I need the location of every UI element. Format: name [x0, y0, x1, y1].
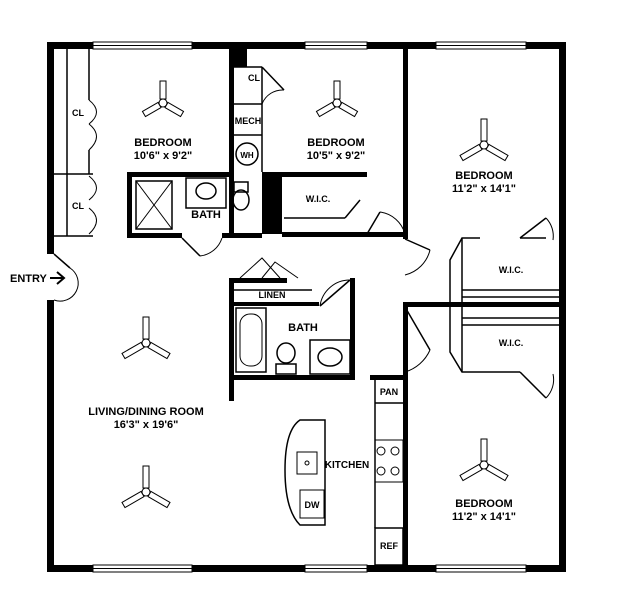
mech-label: MECH — [235, 116, 262, 126]
wic-label: W.I.C. — [306, 194, 331, 204]
bedroom-1-name: BEDROOM — [134, 137, 191, 149]
kitchen-label: KITCHEN — [325, 460, 369, 471]
wic-label: W.I.C. — [499, 338, 524, 348]
refrigerator-label: REF — [380, 541, 399, 551]
dishwasher-label: DW — [305, 500, 320, 510]
ceiling-fan-icon — [141, 80, 185, 118]
closet-label: CL — [72, 201, 84, 211]
bedroom-3-size: 11'2" x 14'1" — [452, 183, 516, 195]
living-room-name: LIVING/DINING ROOM — [88, 406, 204, 418]
ceiling-fan-icon — [121, 465, 171, 509]
bedroom-4-size: 11'2" x 14'1" — [452, 511, 516, 523]
room-labels: ENTRY CL CL CL MECH WH BEDROOM 10'6" x 9… — [10, 73, 523, 551]
interior-walls — [54, 49, 559, 572]
wic-label: W.I.C. — [499, 265, 524, 275]
bedroom-1-size: 10'6" x 9'2" — [134, 150, 192, 162]
bedroom-2-name: BEDROOM — [307, 137, 364, 149]
ceiling-fan-icon — [121, 316, 171, 360]
ceiling-fan-icon — [459, 118, 509, 162]
doors — [53, 66, 555, 399]
closet-label: CL — [248, 73, 260, 83]
bedroom-3-name: BEDROOM — [455, 170, 512, 182]
living-room-size: 16'3" x 19'6" — [114, 419, 179, 431]
closet-label: CL — [72, 108, 84, 118]
ceiling-fan-icon — [315, 80, 359, 118]
linen-label: LINEN — [259, 290, 286, 300]
bedroom-4-name: BEDROOM — [455, 498, 512, 510]
pantry-label: PAN — [380, 387, 398, 397]
entry-arrow-icon — [50, 271, 66, 285]
fixtures — [135, 142, 404, 526]
bath-2-label: BATH — [288, 322, 318, 334]
bath-1-label: BATH — [191, 209, 221, 221]
water-heater-label: WH — [240, 151, 254, 160]
bedroom-2-size: 10'5" x 9'2" — [307, 150, 365, 162]
entry-label: ENTRY — [10, 273, 48, 285]
windows — [92, 41, 527, 573]
ceiling-fan-icon — [459, 438, 509, 482]
